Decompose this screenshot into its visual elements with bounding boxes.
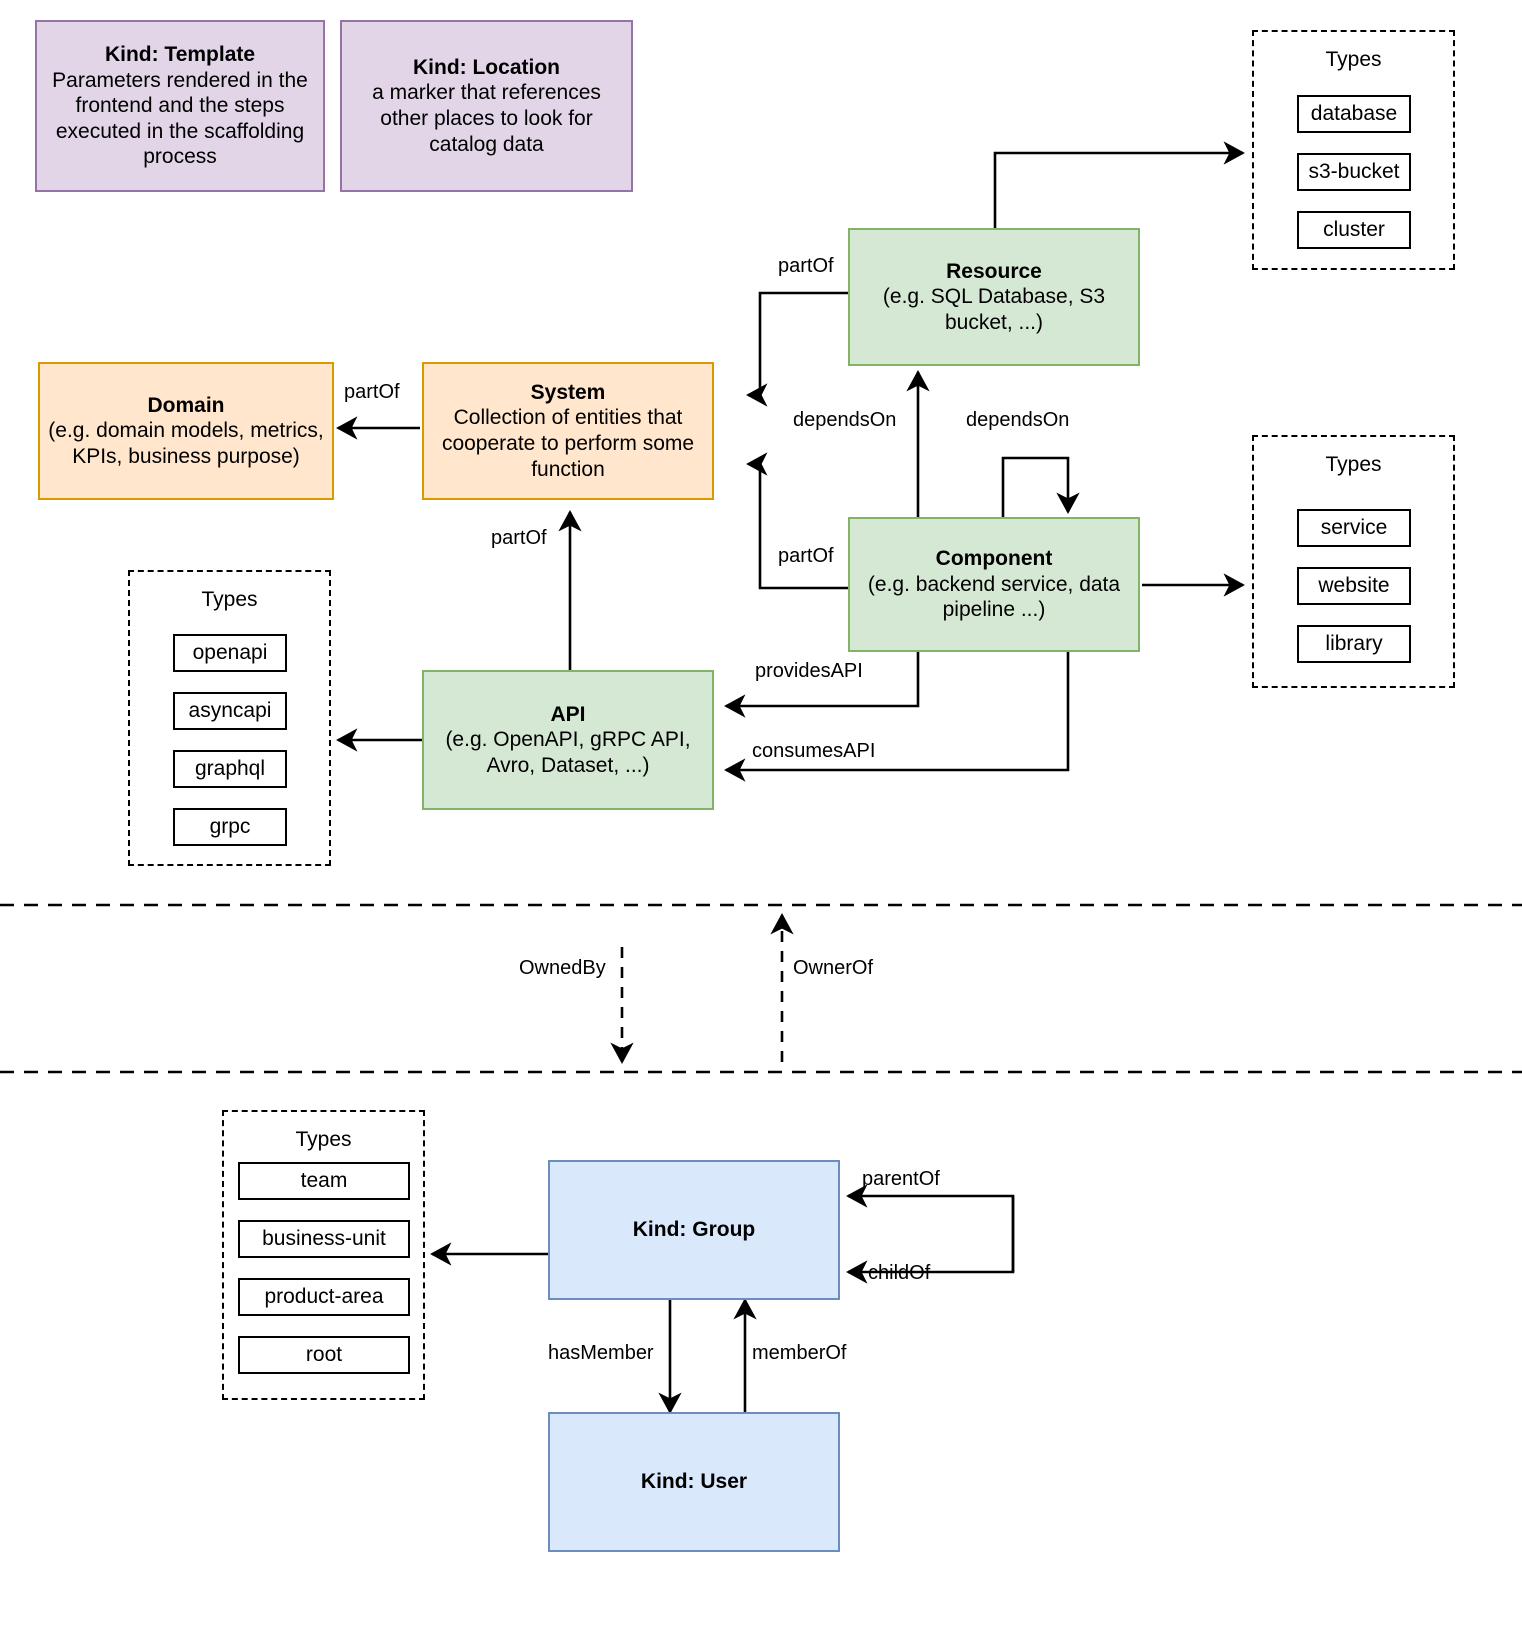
node-description: Parameters rendered in the frontend and …	[52, 68, 308, 169]
types-group-label: Types	[1325, 48, 1382, 71]
edge-label-component-partof: partOf	[778, 545, 834, 567]
types-group-resource: Types	[1252, 30, 1455, 270]
type-item-label: s3-bucket	[1308, 160, 1400, 183]
type-item-business-unit[interactable]: business-unit	[238, 1220, 410, 1258]
node-kind-group[interactable]: Kind: Group	[548, 1160, 840, 1300]
edge-label-parentof: parentOf	[862, 1168, 940, 1190]
type-item-library[interactable]: library	[1297, 625, 1411, 663]
edge-label-hasmember: hasMember	[548, 1342, 654, 1364]
types-group-label: Types	[295, 1128, 352, 1151]
edge-label-memberof: memberOf	[752, 1342, 847, 1364]
edge-label-childof: childOf	[868, 1262, 931, 1284]
node-title: Kind: Location	[413, 55, 560, 79]
node-title: Component	[935, 547, 1053, 571]
types-group-label: Types	[1325, 453, 1382, 476]
type-item-product-area[interactable]: product-area	[238, 1278, 410, 1316]
edge-label-ownerof: OwnerOf	[793, 957, 874, 979]
node-title: Domain	[147, 393, 225, 417]
edge-label-consumesapi: consumesAPI	[752, 740, 876, 762]
type-item-database[interactable]: database	[1297, 95, 1411, 133]
type-item-website[interactable]: website	[1297, 567, 1411, 605]
types-group-group: Types	[222, 1110, 425, 1400]
node-kind-location[interactable]: Kind: Location a marker that references …	[340, 20, 633, 192]
edge-resource-to-types	[993, 141, 1245, 228]
type-item-label: grpc	[209, 815, 251, 838]
edge-label-resource-partof: partOf	[778, 255, 834, 277]
edge-label-api-partof: partOf	[491, 527, 547, 549]
node-resource[interactable]: Resource (e.g. SQL Database, S3 bucket, …	[848, 228, 1140, 366]
type-item-label: openapi	[192, 641, 268, 664]
node-title: Kind: Group	[632, 1218, 756, 1242]
type-item-label: library	[1325, 632, 1383, 655]
types-group-component: Types	[1252, 435, 1455, 688]
edge-component-dependson-self	[1001, 456, 1080, 517]
node-kind-user[interactable]: Kind: User	[548, 1412, 840, 1552]
type-item-service[interactable]: service	[1297, 509, 1411, 547]
node-title: Kind: Template	[104, 42, 256, 66]
edge-group-childof-self	[846, 1196, 1015, 1284]
type-item-label: asyncapi	[188, 699, 272, 722]
edge-label-component-dependson-self: dependsOn	[966, 409, 1070, 431]
type-item-s3-bucket[interactable]: s3-bucket	[1297, 153, 1411, 191]
node-description: (e.g. domain models, metrics, KPIs, busi…	[48, 419, 324, 468]
node-description: a marker that references other places to…	[372, 81, 601, 156]
type-item-openapi[interactable]: openapi	[173, 634, 287, 672]
node-description: (e.g. backend service, data pipeline ...…	[867, 572, 1121, 622]
type-item-team[interactable]: team	[238, 1162, 410, 1200]
type-item-label: website	[1318, 574, 1390, 597]
type-item-label: database	[1310, 102, 1398, 125]
edge-label-providesapi: providesAPI	[755, 660, 863, 682]
type-item-root[interactable]: root	[238, 1336, 410, 1374]
node-description: Collection of entities that cooperate to…	[441, 406, 695, 481]
node-api[interactable]: API (e.g. OpenAPI, gRPC API, Avro, Datas…	[422, 670, 714, 810]
edge-group-parentof-self	[846, 1184, 1015, 1272]
node-title: System	[530, 380, 606, 404]
node-description: (e.g. OpenAPI, gRPC API, Avro, Dataset, …	[445, 728, 691, 777]
type-item-label: product-area	[264, 1285, 384, 1308]
node-system[interactable]: System Collection of entities that coope…	[422, 362, 714, 500]
type-item-label: service	[1320, 516, 1388, 539]
type-item-label: cluster	[1323, 218, 1385, 241]
type-item-cluster[interactable]: cluster	[1297, 211, 1411, 249]
node-domain[interactable]: Domain (e.g. domain models, metrics, KPI…	[38, 362, 334, 500]
edge-resource-partof-system	[746, 291, 848, 407]
type-item-label: business-unit	[262, 1227, 386, 1250]
node-title: Resource	[946, 259, 1042, 283]
edge-label-component-dependson-resource: dependsOn	[793, 409, 897, 431]
node-kind-template[interactable]: Kind: Template Parameters rendered in th…	[35, 20, 325, 192]
edge-label-ownedby: OwnedBy	[519, 957, 606, 979]
node-title: API	[550, 702, 586, 726]
types-group-api: Types	[128, 570, 331, 866]
type-item-label: root	[305, 1343, 343, 1366]
edge-label-system-partof-domain: partOf	[344, 381, 400, 403]
type-item-asyncapi[interactable]: asyncapi	[173, 692, 287, 730]
type-item-label: graphql	[194, 757, 266, 780]
type-item-graphql[interactable]: graphql	[173, 750, 287, 788]
node-component[interactable]: Component (e.g. backend service, data pi…	[848, 517, 1140, 652]
node-title: Kind: User	[640, 1470, 748, 1494]
type-item-label: team	[300, 1169, 348, 1192]
node-description: (e.g. SQL Database, S3 bucket, ...)	[882, 285, 1106, 334]
type-item-grpc[interactable]: grpc	[173, 808, 287, 846]
types-group-label: Types	[201, 588, 258, 611]
edge-component-partof-system	[746, 452, 848, 590]
